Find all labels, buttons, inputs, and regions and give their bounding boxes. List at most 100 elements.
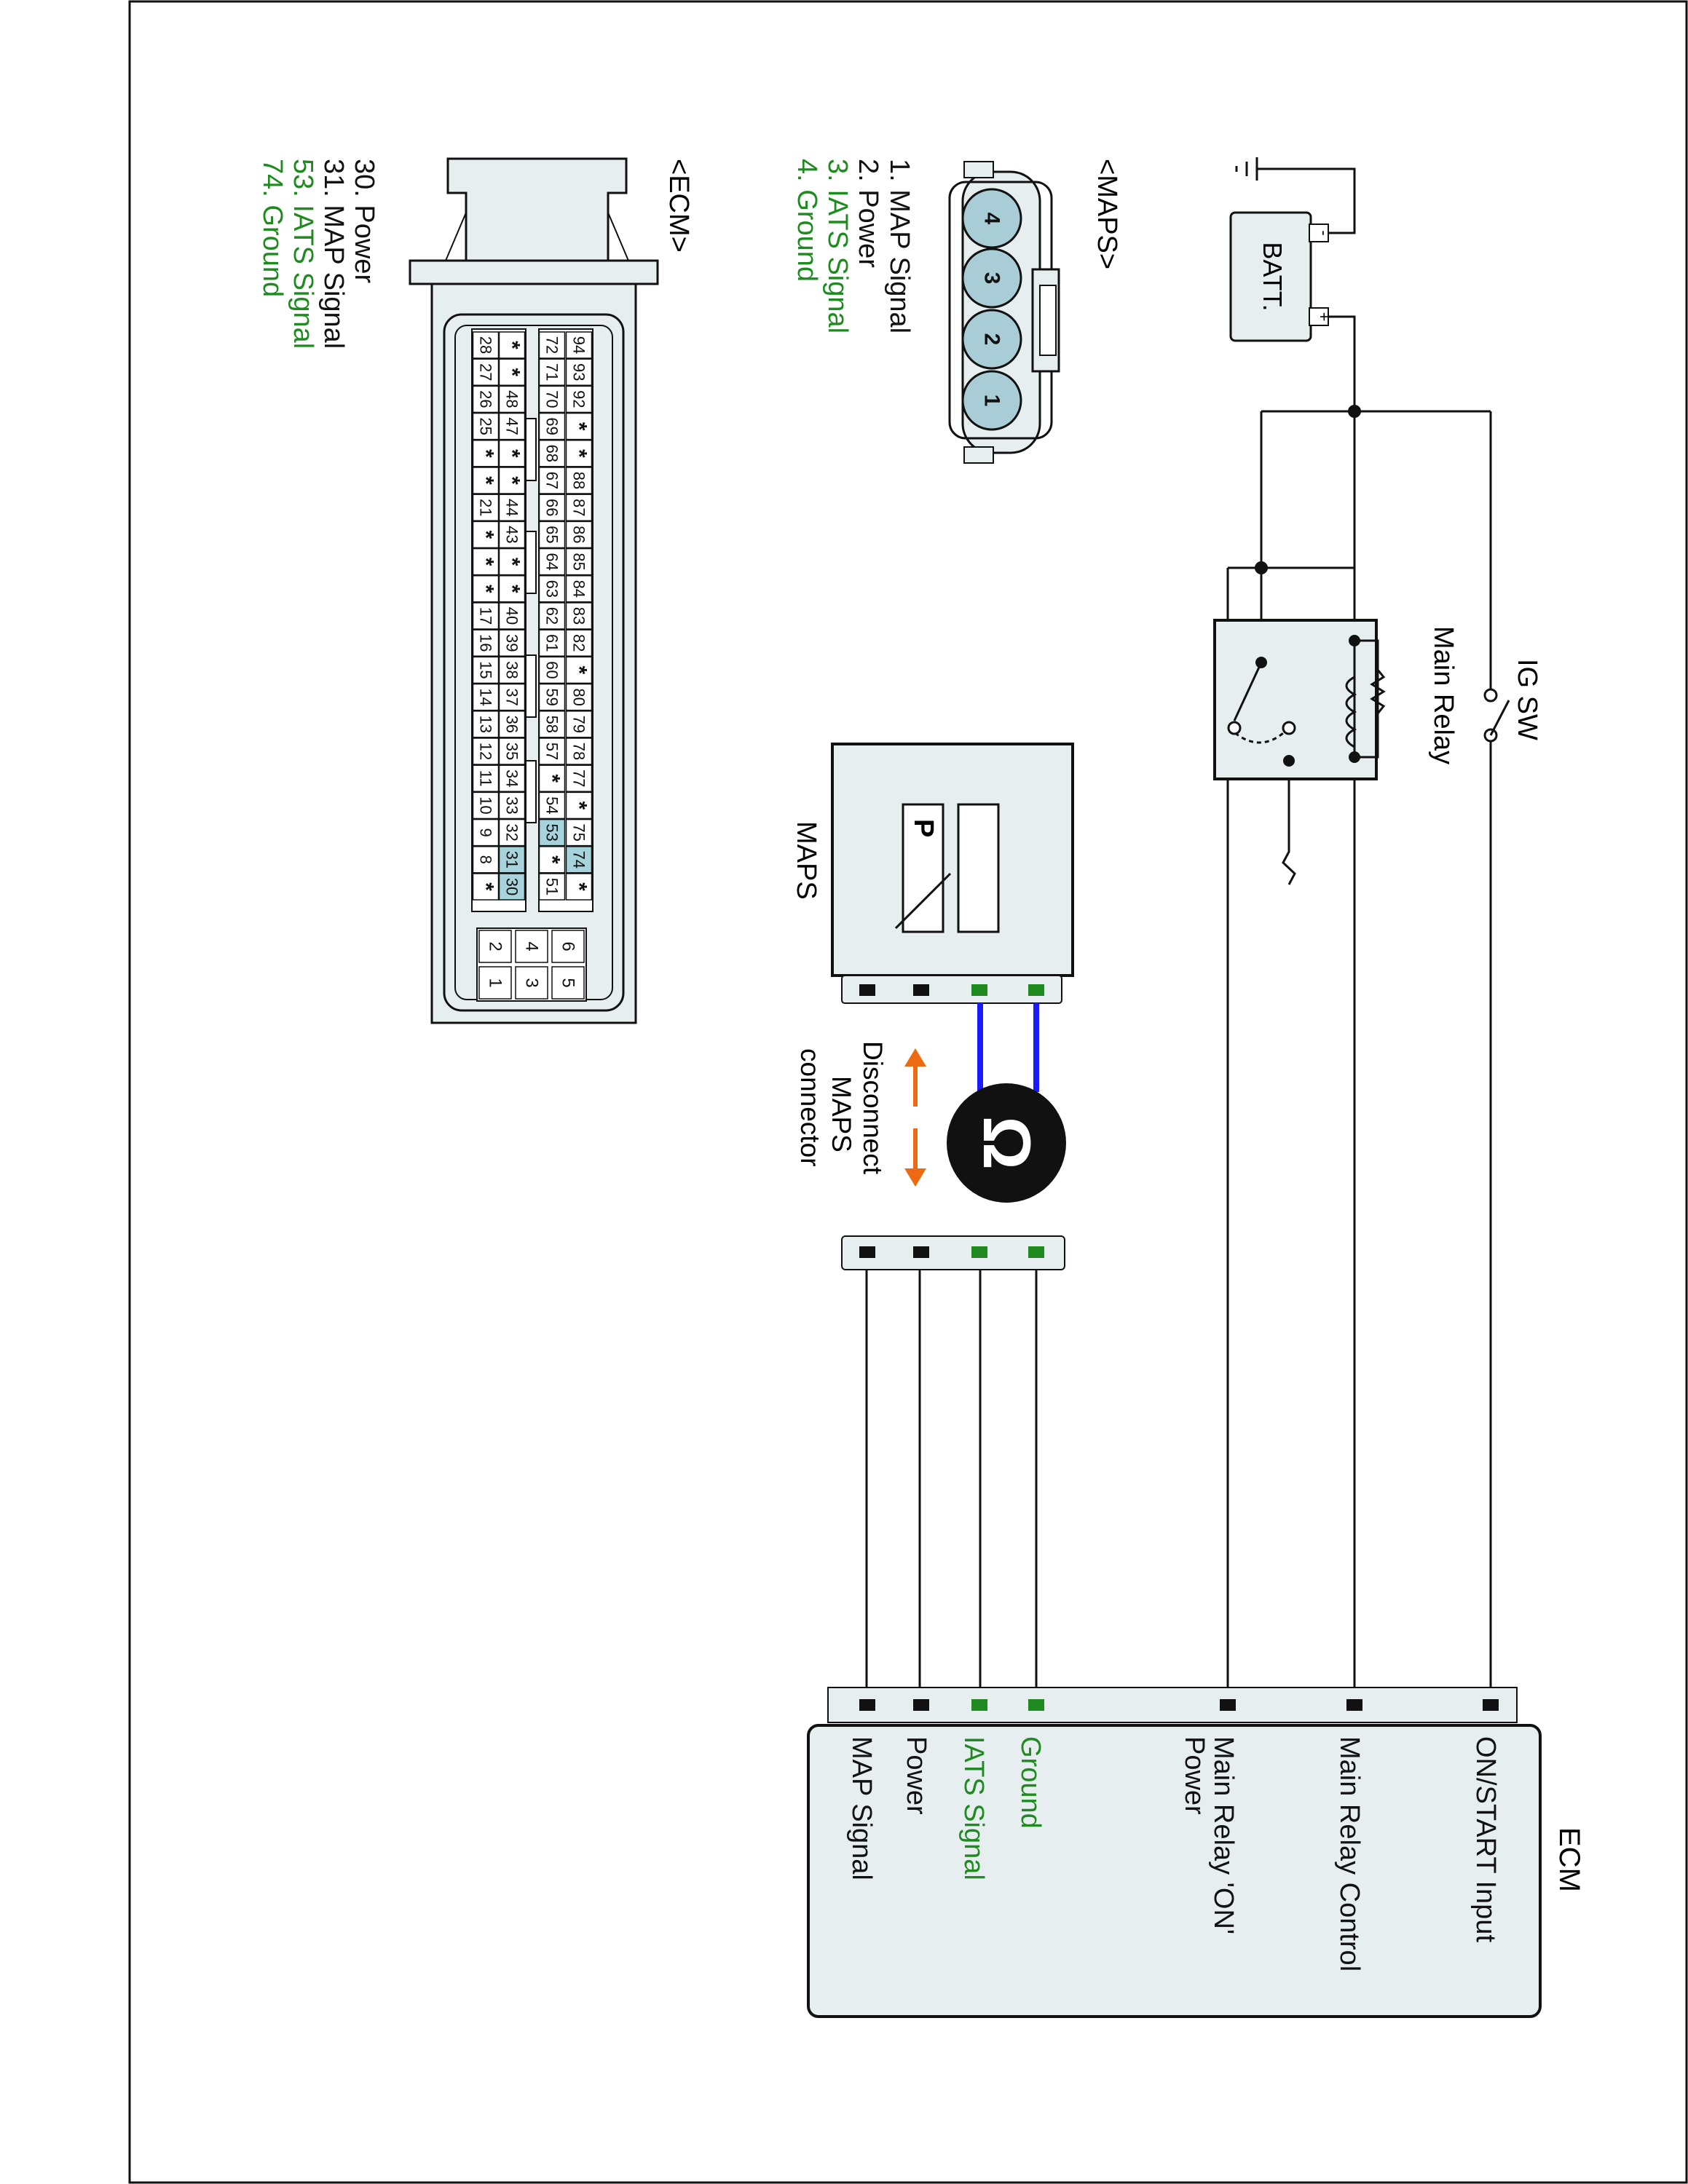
ecm-pin-number: * (567, 802, 591, 810)
ecm-pin-cell (498, 656, 526, 684)
ecm-pin-number: * (500, 558, 524, 566)
ecm-pin-cell (565, 385, 593, 414)
ecm-pin-number: 9 (477, 828, 495, 836)
ecm-pin-number: 32 (503, 823, 521, 841)
ecm-pin-number: * (474, 882, 498, 891)
ecm-key-bar (525, 654, 537, 718)
ecm-pin-cell (472, 846, 500, 874)
ecm-pin-number: * (567, 449, 591, 458)
ecm-pin-cell (472, 358, 500, 386)
maps-sensor: P (831, 743, 1074, 1004)
ecm-pin-number: * (567, 882, 591, 891)
ecm-pin-label: Main Relay Control (1334, 1736, 1365, 1971)
ecm-pin-cell (498, 629, 526, 657)
ecm-pin-number: 43 (503, 526, 521, 543)
maps-pin (961, 309, 1022, 370)
ecm-pin-number: 39 (503, 634, 521, 652)
ecm-pin-cell (538, 818, 566, 847)
ecm-pin-cell (538, 467, 566, 494)
ecm-pin-number: 13 (477, 716, 495, 733)
ecm-pin-cell (498, 683, 526, 711)
ecm-pin-cell (565, 412, 593, 440)
ecm-pin-number: 25 (477, 417, 495, 435)
ecm-small-cell (551, 966, 585, 1000)
ecm-pin-number: 16 (477, 634, 495, 652)
ecm-pin-cell (498, 602, 526, 630)
ecm-pin-number: 11 (477, 770, 495, 787)
ecm-pin-cell (565, 547, 593, 576)
ecm-pin-cell (565, 791, 593, 820)
ecm-pin-cell (538, 412, 566, 440)
maps-pin (961, 188, 1022, 249)
maps-legend-item: 4. Ground (792, 159, 822, 282)
ecm-key-bar (525, 418, 537, 481)
ecm-pin-cell (472, 873, 500, 901)
ecm-pin-number: 80 (570, 688, 588, 705)
ecm-small-number: 4 (522, 941, 542, 951)
ecm-pin-number: 82 (570, 634, 588, 652)
ecm-small-cell (478, 930, 512, 963)
maps-pin (961, 248, 1022, 309)
ecm-pin-cell (538, 656, 566, 684)
maps-connector-title: <MAPS> (1092, 159, 1122, 269)
maps-pin-number: 2 (980, 333, 1004, 346)
ecm-pin-cell (538, 575, 566, 603)
ecm-pin-number: 59 (543, 688, 561, 705)
ecm-pin-number: * (567, 666, 591, 675)
ecm-pin-label: Ground (1015, 1736, 1046, 1829)
ecm-pin-number: * (540, 855, 564, 864)
maps-sensor-label: MAPS (791, 821, 821, 900)
ecm-pin-number: 77 (570, 769, 588, 787)
disconnect-text: Disconnect MAPS connector (795, 1041, 888, 1175)
ecm-pin-number: 70 (543, 390, 561, 408)
maps-pin-number: 4 (980, 213, 1004, 225)
ecm-pin-cell (538, 494, 566, 521)
ecm-pin-cell (472, 683, 500, 711)
ecm-legend-item: 31. MAP Signal (318, 159, 349, 349)
ecm-pin-number: * (474, 531, 498, 539)
ecm-pin-cell (498, 764, 526, 792)
ecm-pin-number: 37 (503, 688, 521, 705)
ecm-pin-label: MAP Signal (846, 1736, 877, 1880)
ecm-pin-number: * (500, 368, 524, 376)
ecm-legend-item: 53. IATS Signal (288, 159, 318, 349)
ecm-pin-cell (538, 846, 566, 874)
ecm-pin-cell (538, 764, 566, 792)
ecm-pin-cell (498, 440, 526, 467)
ecm-pin-number: 51 (543, 878, 561, 895)
ecm-pin-cell (538, 521, 566, 549)
ecm-pin-cell (565, 818, 593, 847)
ecm-pin-cell (538, 737, 566, 765)
ecm-pin-cell (472, 711, 500, 738)
ecm-pin-cell (538, 711, 566, 738)
ecm-pin-number: 38 (503, 661, 521, 678)
ecm-pin-number: 34 (503, 769, 521, 787)
ecm-pin-number: 65 (543, 526, 561, 543)
ecm-pin-number: 93 (570, 363, 588, 381)
ecm-pin-number: 30 (503, 878, 521, 895)
ecm-pin-cell (565, 764, 593, 792)
ecm-small-number: 3 (522, 978, 542, 987)
ecm-pin-number: 63 (543, 580, 561, 598)
ecm-pin-cell (565, 521, 593, 549)
ecm-pin-cell (565, 440, 593, 467)
ecm-pin-number: * (540, 774, 564, 783)
ecm-pin-number: 35 (503, 743, 521, 760)
ecm-pin-cell (472, 737, 500, 765)
ecm-pin-number: 84 (570, 580, 588, 598)
ecm-small-cell (515, 966, 548, 1000)
ecm-pin-number: * (500, 476, 524, 485)
ecm-pin-cell (472, 440, 500, 467)
ecm-pin-number: * (474, 585, 498, 593)
ecm-pin-cell (498, 358, 526, 386)
switch-icon (1483, 688, 1510, 743)
ecm-pin-cell (538, 873, 566, 901)
ecm-pin-cell (498, 547, 526, 576)
ecm-pin-cell (538, 683, 566, 711)
disconnect-line-1: Disconnect (858, 1041, 888, 1175)
ecm-pin-number: 85 (570, 553, 588, 570)
ecm-pin-number: 92 (570, 390, 588, 408)
ecm-pin-number: 60 (543, 661, 561, 678)
ohm-symbol: Ω (969, 1116, 1044, 1170)
